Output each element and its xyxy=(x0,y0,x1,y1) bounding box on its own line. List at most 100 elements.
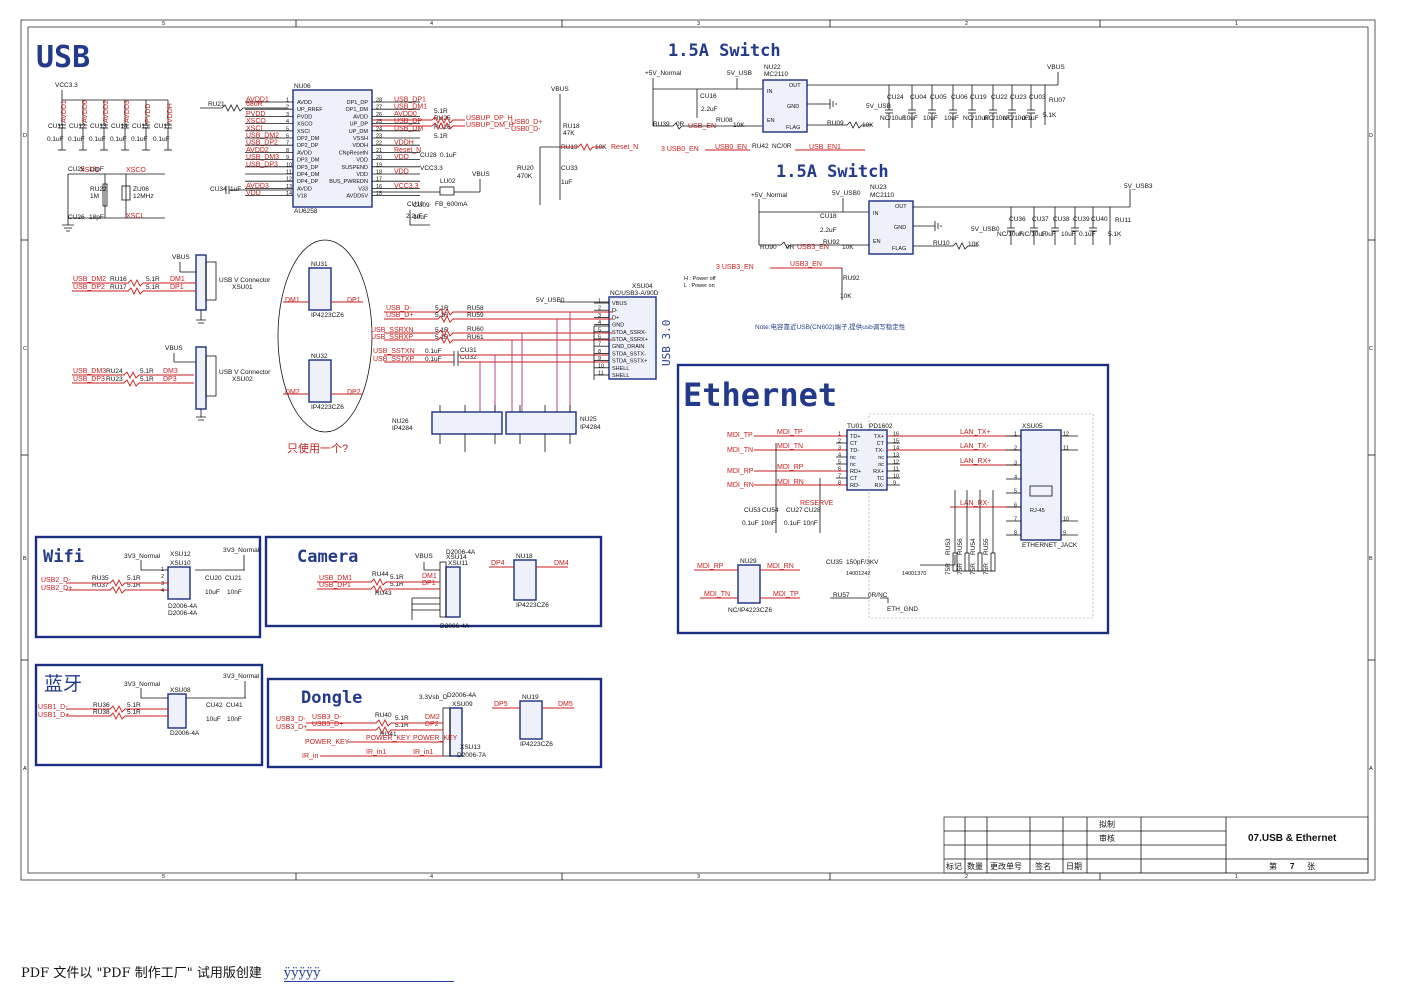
connector-part: D2006-4A xyxy=(446,549,476,556)
hub-pin-name: XSCI xyxy=(297,129,310,135)
cap-value: 0.1uF xyxy=(110,136,127,143)
pin-num: 2 xyxy=(161,574,164,580)
inductor-ref: LU02 xyxy=(440,178,456,185)
jack-ref: XSU05 xyxy=(1022,423,1043,430)
cap-ref: CU22 xyxy=(991,94,1008,101)
connector-ref: XSU08 xyxy=(170,687,191,694)
net-label: DM2 xyxy=(425,714,440,721)
cap-ref: CU31 xyxy=(460,347,477,354)
net-label: USB_EN xyxy=(688,123,716,130)
net-label: LAN_TX- xyxy=(960,443,989,450)
usb3-pin-name: GND xyxy=(612,323,624,329)
cap-value: NC/10uF xyxy=(880,115,906,122)
res-value: 5.1K xyxy=(1108,231,1122,238)
note-power-off: H : Power off xyxy=(684,276,716,282)
hub-pin-number: 19 xyxy=(376,162,382,168)
net-label: VBUS xyxy=(1047,64,1065,71)
net-label: USB0_D+ xyxy=(511,119,542,126)
sheet-suffix: 张 xyxy=(1307,862,1315,871)
col-label: 3 xyxy=(697,21,700,27)
chip-part: IP4223CZ6 xyxy=(520,741,553,748)
cap-ref: CU15 xyxy=(132,123,149,130)
cap-value: 10nF xyxy=(803,520,818,527)
tu-pin-name: RD- xyxy=(850,483,860,489)
footer-link[interactable]: ÿÿÿÿÿ xyxy=(283,966,454,982)
section-title-wifi: Wifi xyxy=(43,547,84,567)
hub-net: PVDD xyxy=(246,111,265,118)
res-value: 5.1R xyxy=(390,574,404,581)
col-label: 3 xyxy=(697,874,700,880)
connector-ref: XSU04 xyxy=(632,283,653,290)
cap-value: 10uF xyxy=(413,214,428,221)
title-sign: 签名 xyxy=(1035,861,1051,871)
net-label: ETH_GND xyxy=(887,606,918,613)
net-label: MDI_TP xyxy=(777,429,803,436)
res-ref: RU35 xyxy=(92,575,109,582)
res-value: 75R xyxy=(970,563,977,575)
res-value: 5.1R xyxy=(140,376,154,383)
hub-net: USB_DP2 xyxy=(246,140,278,147)
pin-label: FLAG xyxy=(892,246,906,252)
sheet-number: 7 xyxy=(1290,862,1295,871)
net-label: USB2_D- xyxy=(41,577,71,584)
net-label: USB1_D+ xyxy=(38,712,69,719)
res-ref: RU59 xyxy=(467,312,484,319)
net-label: DM2 xyxy=(285,389,300,396)
net-label: USB_DP3 xyxy=(73,376,105,383)
hub-net: VDD xyxy=(394,169,409,176)
cap-value: 10uF xyxy=(903,115,918,122)
res-ref: RU11 xyxy=(1115,217,1132,224)
cap-ref: CU35 xyxy=(826,559,843,566)
chip-ref: NU31 xyxy=(311,261,328,268)
res-ref: RU18 xyxy=(563,123,580,130)
usb-v-connector-2: VBUS USB V Connector XSU02 USB_DM3 USB_D… xyxy=(72,345,271,421)
res-value: 5.1R xyxy=(395,722,409,729)
footer-text: PDF 文件以 "PDF 制作工厂" 试用版创建 xyxy=(21,966,262,981)
cap-value: 1uF xyxy=(561,179,572,186)
chip-part: MC2110 xyxy=(764,71,788,78)
res-ref: RU25 xyxy=(434,115,451,122)
cap-value: 0.1uF xyxy=(440,152,457,159)
hub-pin-name: UP_RREF xyxy=(297,107,323,113)
connector-ref: XSU02 xyxy=(232,376,253,383)
cap-value: 10uF xyxy=(205,589,220,596)
tu-pin-number: 6 xyxy=(838,467,841,473)
net-label: 3V3_Normal xyxy=(223,547,260,554)
net-label: MDI_RN xyxy=(727,482,754,489)
hub-pin-name: VDD xyxy=(356,158,368,164)
cap-ref: CU39 xyxy=(1073,216,1090,223)
cap-ref: CU04 xyxy=(910,94,927,101)
title-qty: 数量 xyxy=(967,861,983,871)
cap-value: 0.1uF xyxy=(1079,231,1096,238)
cap-ref: CU12 xyxy=(69,123,86,130)
res-ref: RU08 xyxy=(716,117,733,124)
hub-net: USB_DM xyxy=(394,125,423,132)
chip-ref: NU26 xyxy=(392,418,409,425)
net-label: DP1 xyxy=(347,297,361,304)
hub-passives: RU21 680R CU34 1uF CU09 10uF CU10 2.2uF … xyxy=(200,86,638,226)
cap-value: 10uF xyxy=(944,115,959,122)
net-label: PVDD xyxy=(145,104,152,123)
res-value: 0R/NC xyxy=(868,592,888,599)
net-label: 5V_USB3 xyxy=(1124,183,1153,190)
sheet-title: 07.USB & Ethernet xyxy=(1248,833,1337,844)
pin-label: FLAG xyxy=(786,125,800,131)
cap-ref: CU37 xyxy=(1032,216,1049,223)
cap-value: 0.1uF xyxy=(89,136,106,143)
cap-value: 2.2uF xyxy=(406,213,423,220)
hub-pin-name: V18 xyxy=(297,194,307,200)
tu-pin-name: CT xyxy=(850,476,858,482)
chip-part: NC/IP4223CZ6 xyxy=(728,607,772,614)
hub-pin-number: 28 xyxy=(376,98,382,104)
col-label: 2 xyxy=(965,21,968,27)
cap-ref: CU25 xyxy=(68,166,85,173)
net-label: AVDD2 xyxy=(103,100,110,123)
res-value: NC/0R xyxy=(772,143,792,150)
hub-pin-number: 4 xyxy=(286,119,289,125)
usb3-pin-name: VBUS xyxy=(612,301,627,307)
net-label: AVDD3 xyxy=(124,100,131,123)
net-label: DP2 xyxy=(425,721,439,728)
col-label: 5 xyxy=(162,874,165,880)
inductor-value: FB_600mA xyxy=(435,201,468,208)
cap-ref: CU40 xyxy=(1091,216,1108,223)
